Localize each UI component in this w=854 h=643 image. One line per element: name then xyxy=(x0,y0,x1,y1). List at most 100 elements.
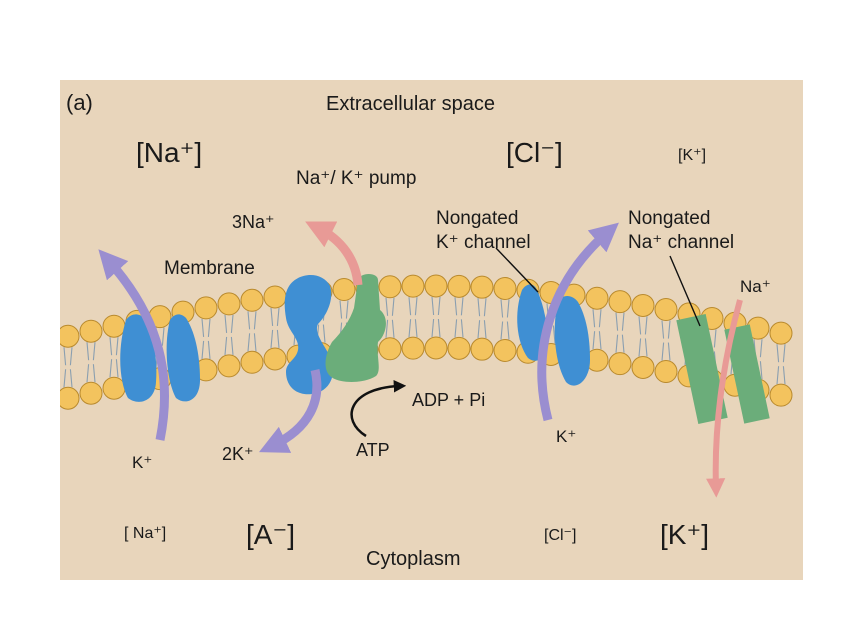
lipid-head xyxy=(401,274,425,298)
extracellular-cl-conc: [Cl⁻] xyxy=(506,137,563,168)
lipid-tail xyxy=(92,364,96,383)
lipid-tail xyxy=(391,319,395,338)
k-leak-arrow-left xyxy=(98,249,169,441)
lipid-tail xyxy=(477,298,481,317)
lipid-head xyxy=(769,321,793,345)
lipid-tail xyxy=(477,320,481,339)
lipid-tail xyxy=(460,297,464,316)
lipid-head xyxy=(631,293,655,317)
lipid-tail xyxy=(460,319,464,338)
membrane-diagram: (a) Extracellular space Cytoplasm Membra… xyxy=(60,80,803,580)
k-leak-channel-left xyxy=(120,314,200,402)
lipid-tail xyxy=(270,307,274,327)
lipid-head xyxy=(493,276,517,300)
panel-label: (a) xyxy=(66,90,93,115)
lipid-head xyxy=(654,360,678,384)
lipid-tail xyxy=(667,342,671,361)
na-k-pump-protein xyxy=(325,274,386,382)
lipid-tail xyxy=(483,298,487,317)
lipid-tail xyxy=(552,325,556,344)
pump-label: Na⁺/ K⁺ pump xyxy=(296,168,416,189)
lipid-tail xyxy=(437,296,441,316)
lipid-head xyxy=(769,383,793,407)
k-channel-leader xyxy=(495,247,539,293)
lipid-head xyxy=(608,352,632,376)
lipid-tail xyxy=(86,364,90,383)
lipid-tail xyxy=(506,299,510,318)
lipid-tail xyxy=(615,312,619,331)
lipid-tail xyxy=(69,369,73,388)
pump-blue-subunit xyxy=(284,274,334,395)
lipid-tail xyxy=(592,309,596,328)
lipid-tail xyxy=(483,320,487,339)
diagram-canvas: (a) Extracellular space Cytoplasm Membra… xyxy=(60,80,803,580)
lipid-tail xyxy=(86,342,90,361)
lipid-tail xyxy=(644,316,648,335)
adp-label: ADP + Pi xyxy=(412,390,485,410)
na-leak-channel xyxy=(676,314,770,424)
lipid-head xyxy=(217,292,241,316)
na-channel-label-line1: Nongated xyxy=(628,208,710,229)
k-ion-right-label: K⁺ xyxy=(556,427,576,446)
lipid-head xyxy=(378,337,402,361)
lipid-head xyxy=(470,337,494,361)
lipid-tail xyxy=(276,329,280,349)
lipid-tail xyxy=(500,299,504,318)
lipid-tail xyxy=(408,319,412,338)
lipid-tail xyxy=(276,307,280,327)
lipid-tail xyxy=(109,337,113,356)
lipid-tail xyxy=(782,366,786,385)
lipid-tail xyxy=(63,369,67,388)
lipid-tail xyxy=(437,318,441,338)
lipid-head xyxy=(470,275,494,299)
lipid-tail xyxy=(63,347,67,366)
lipid-head xyxy=(79,319,103,343)
lipid-head xyxy=(631,355,655,379)
intracellular-na-conc: [ Na⁺] xyxy=(124,525,166,542)
lipid-tail xyxy=(385,297,389,316)
lipid-tail xyxy=(247,311,251,330)
lipid-tail xyxy=(224,314,228,333)
lipid-tail xyxy=(92,342,96,361)
lipid-head xyxy=(332,278,356,302)
k-ion-left-label: K⁺ xyxy=(132,453,152,472)
lipid-tail xyxy=(621,312,625,331)
lipid-tail xyxy=(230,314,234,333)
lipid-tail xyxy=(408,297,412,316)
lipid-head xyxy=(424,336,448,360)
na-channel-leader xyxy=(669,255,701,327)
lipid-tail xyxy=(500,321,504,340)
lipid-tail xyxy=(776,344,780,363)
lipid-tail xyxy=(782,344,786,363)
lipid-head xyxy=(424,274,448,298)
lipid-tail xyxy=(638,316,642,335)
atp-hydrolysis-arrow xyxy=(350,379,407,438)
lipid-tail xyxy=(759,361,763,380)
lipid-tail xyxy=(661,320,665,339)
lipid-tail xyxy=(201,318,205,337)
lipid-head xyxy=(194,296,218,320)
k-channel-label-line1: Nongated xyxy=(436,208,518,229)
lipid-head xyxy=(60,324,80,348)
lipid-tail xyxy=(592,331,596,350)
na-channel-label-line2: Na⁺ channel xyxy=(628,232,734,253)
lipid-tail xyxy=(454,319,458,338)
lipid-tail xyxy=(431,296,435,316)
lipid-tail xyxy=(253,311,257,330)
lipid-tail xyxy=(385,319,389,338)
lipid-tail xyxy=(115,337,119,356)
lipid-head xyxy=(217,354,241,378)
lipid-tail xyxy=(224,336,228,355)
intracellular-cl-conc: [Cl⁻] xyxy=(544,527,576,544)
lipid-tail xyxy=(69,347,73,366)
intracellular-k-conc: [K⁺] xyxy=(660,519,709,550)
lipid-head xyxy=(447,336,471,360)
lipid-tail xyxy=(506,321,510,340)
lipid-head xyxy=(608,290,632,314)
lipid-tail xyxy=(759,339,763,358)
lipid-tail xyxy=(598,331,602,350)
lipid-tail xyxy=(253,333,257,352)
lipid-head xyxy=(263,285,287,309)
extracellular-na-conc: [Na⁺] xyxy=(136,137,202,168)
lipid-head xyxy=(60,386,80,410)
